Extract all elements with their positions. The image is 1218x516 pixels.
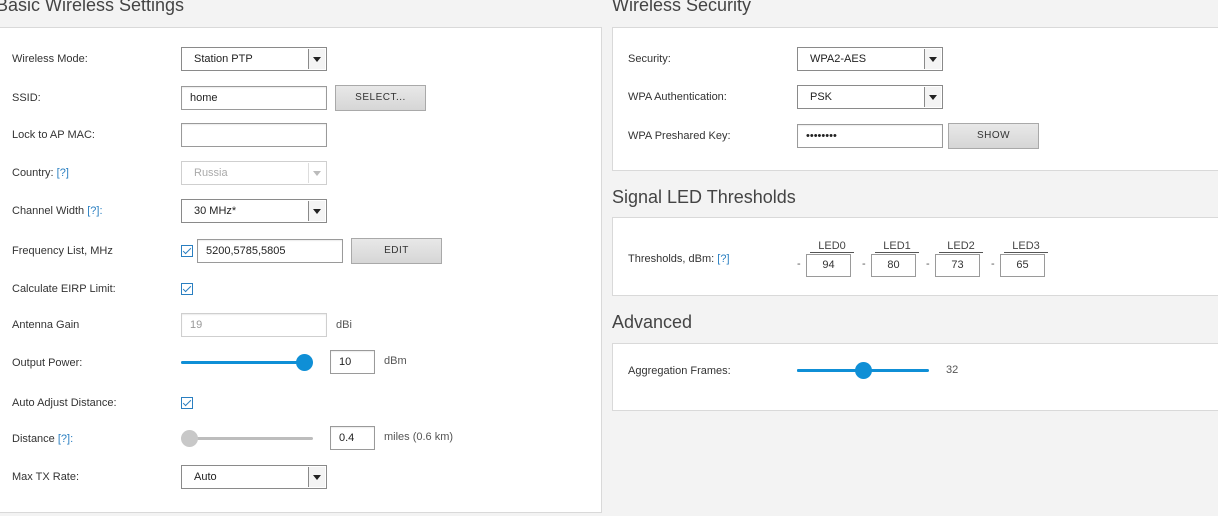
output-power-label: Output Power: bbox=[12, 357, 83, 369]
distance-track bbox=[181, 437, 313, 440]
antenna-gain-label: Antenna Gain bbox=[12, 319, 80, 331]
wireless-mode-select[interactable]: Station PTP bbox=[181, 47, 327, 71]
eirp-limit-label: Calculate EIRP Limit: bbox=[12, 283, 116, 295]
signal-led-panel: Thresholds, dBm: [?] - LED0 94 - LED1 80… bbox=[612, 217, 1218, 296]
chevron-down-icon bbox=[308, 467, 325, 487]
led3-dash: - bbox=[991, 258, 995, 270]
led3-name: LED3 bbox=[1012, 240, 1040, 252]
output-power-unit: dBm bbox=[384, 355, 407, 367]
ssid-label: SSID: bbox=[12, 92, 41, 104]
distance-unit: miles (0.6 km) bbox=[384, 431, 454, 443]
wpa-auth-select[interactable]: PSK bbox=[797, 85, 943, 109]
frequency-list-label: Frequency List, MHz bbox=[12, 245, 113, 257]
basic-wireless-title: Basic Wireless Settings bbox=[0, 0, 185, 15]
output-power-slider[interactable] bbox=[181, 354, 313, 371]
country-label: Country: [?] bbox=[12, 167, 69, 179]
distance-help-link[interactable]: [?]: bbox=[57, 433, 74, 445]
signal-led-title: Signal LED Thresholds bbox=[612, 187, 796, 207]
led2-dash: - bbox=[926, 258, 930, 270]
led1-input[interactable]: 80 bbox=[871, 254, 916, 277]
wireless-security-title: Wireless Security bbox=[612, 0, 752, 15]
output-power-knob[interactable] bbox=[296, 354, 313, 371]
channel-width-value: 30 MHz* bbox=[194, 205, 237, 217]
advanced-title: Advanced bbox=[612, 312, 693, 332]
advanced-panel: Aggregation Frames: 32 bbox=[612, 343, 1218, 411]
distance-input[interactable]: 0.4 bbox=[330, 426, 375, 450]
channel-width-label-text: Channel Width bbox=[12, 205, 85, 217]
led1-name: LED1 bbox=[883, 240, 911, 252]
auto-distance-label: Auto Adjust Distance: bbox=[12, 397, 117, 409]
security-label: Security: bbox=[628, 53, 671, 65]
frequency-list-input[interactable]: 5200,5785,5805 bbox=[197, 239, 343, 263]
antenna-gain-input[interactable]: 19 bbox=[181, 313, 327, 337]
chevron-down-icon bbox=[924, 49, 941, 69]
output-power-track-fill bbox=[181, 361, 305, 364]
aggregation-frames-label: Aggregation Frames: bbox=[628, 365, 731, 377]
max-tx-rate-select[interactable]: Auto bbox=[181, 465, 327, 489]
channel-width-select[interactable]: 30 MHz* bbox=[181, 199, 327, 223]
led1-dash: - bbox=[862, 258, 866, 270]
country-select[interactable]: Russia bbox=[181, 161, 327, 185]
lock-ap-mac-input[interactable] bbox=[181, 123, 327, 147]
chevron-down-icon bbox=[308, 201, 325, 221]
country-help-link[interactable]: [?] bbox=[56, 167, 69, 179]
lock-ap-mac-label: Lock to AP MAC: bbox=[12, 129, 95, 141]
max-tx-rate-label: Max TX Rate: bbox=[12, 471, 80, 483]
chevron-down-icon bbox=[924, 87, 941, 107]
eirp-limit-checkbox[interactable] bbox=[181, 283, 193, 295]
distance-label-text: Distance bbox=[12, 433, 55, 445]
aggregation-knob[interactable] bbox=[855, 362, 872, 379]
wireless-security-panel: Security: WPA2-AES WPA Authentication: P… bbox=[612, 27, 1218, 171]
thresholds-label: Thresholds, dBm: [?] bbox=[628, 253, 730, 265]
security-value: WPA2-AES bbox=[810, 53, 867, 65]
led0-dash: - bbox=[797, 258, 801, 270]
security-select[interactable]: WPA2-AES bbox=[797, 47, 943, 71]
thresholds-help-link[interactable]: [?] bbox=[717, 253, 730, 265]
led3-underline bbox=[1004, 252, 1048, 253]
aggregation-track-fill bbox=[797, 369, 864, 372]
led0-name: LED0 bbox=[818, 240, 846, 252]
auto-distance-checkbox[interactable] bbox=[181, 397, 193, 409]
basic-wireless-panel: Wireless Mode: Station PTP SSID: home SE… bbox=[0, 27, 602, 513]
led2-name: LED2 bbox=[947, 240, 975, 252]
channel-width-label: Channel Width [?]: bbox=[12, 205, 103, 217]
led1-underline bbox=[875, 252, 919, 253]
ssid-input[interactable]: home bbox=[181, 86, 327, 110]
wpa-auth-value: PSK bbox=[810, 91, 833, 103]
led2-input[interactable]: 73 bbox=[935, 254, 980, 277]
wireless-mode-label: Wireless Mode: bbox=[12, 53, 88, 65]
frequency-list-checkbox[interactable] bbox=[181, 245, 193, 257]
output-power-input[interactable]: 10 bbox=[330, 350, 375, 374]
aggregation-frames-slider[interactable] bbox=[797, 362, 929, 379]
wpa-psk-label: WPA Preshared Key: bbox=[628, 130, 731, 142]
frequency-edit-button[interactable]: EDIT bbox=[351, 238, 442, 264]
thresholds-label-text: Thresholds, dBm: bbox=[628, 253, 715, 265]
distance-label: Distance [?]: bbox=[12, 433, 73, 445]
distance-slider[interactable] bbox=[181, 430, 313, 447]
led2-underline bbox=[939, 252, 983, 253]
wpa-auth-label: WPA Authentication: bbox=[628, 91, 727, 103]
chevron-down-icon bbox=[308, 163, 325, 183]
led0-input[interactable]: 94 bbox=[806, 254, 851, 277]
chevron-down-icon bbox=[308, 49, 325, 69]
distance-knob[interactable] bbox=[181, 430, 198, 447]
ssid-select-button[interactable]: SELECT... bbox=[335, 85, 426, 111]
channel-width-help-link[interactable]: [?]: bbox=[87, 205, 103, 217]
led0-underline bbox=[810, 252, 854, 253]
show-key-button[interactable]: SHOW bbox=[948, 123, 1039, 149]
antenna-gain-unit: dBi bbox=[336, 319, 352, 331]
max-tx-rate-value: Auto bbox=[194, 471, 217, 483]
led3-input[interactable]: 65 bbox=[1000, 254, 1045, 277]
wpa-psk-input[interactable]: •••••••• bbox=[797, 124, 943, 148]
aggregation-frames-value: 32 bbox=[946, 364, 959, 376]
wireless-mode-value: Station PTP bbox=[194, 53, 253, 65]
country-value: Russia bbox=[194, 167, 228, 179]
country-label-text: Country: bbox=[12, 167, 54, 179]
